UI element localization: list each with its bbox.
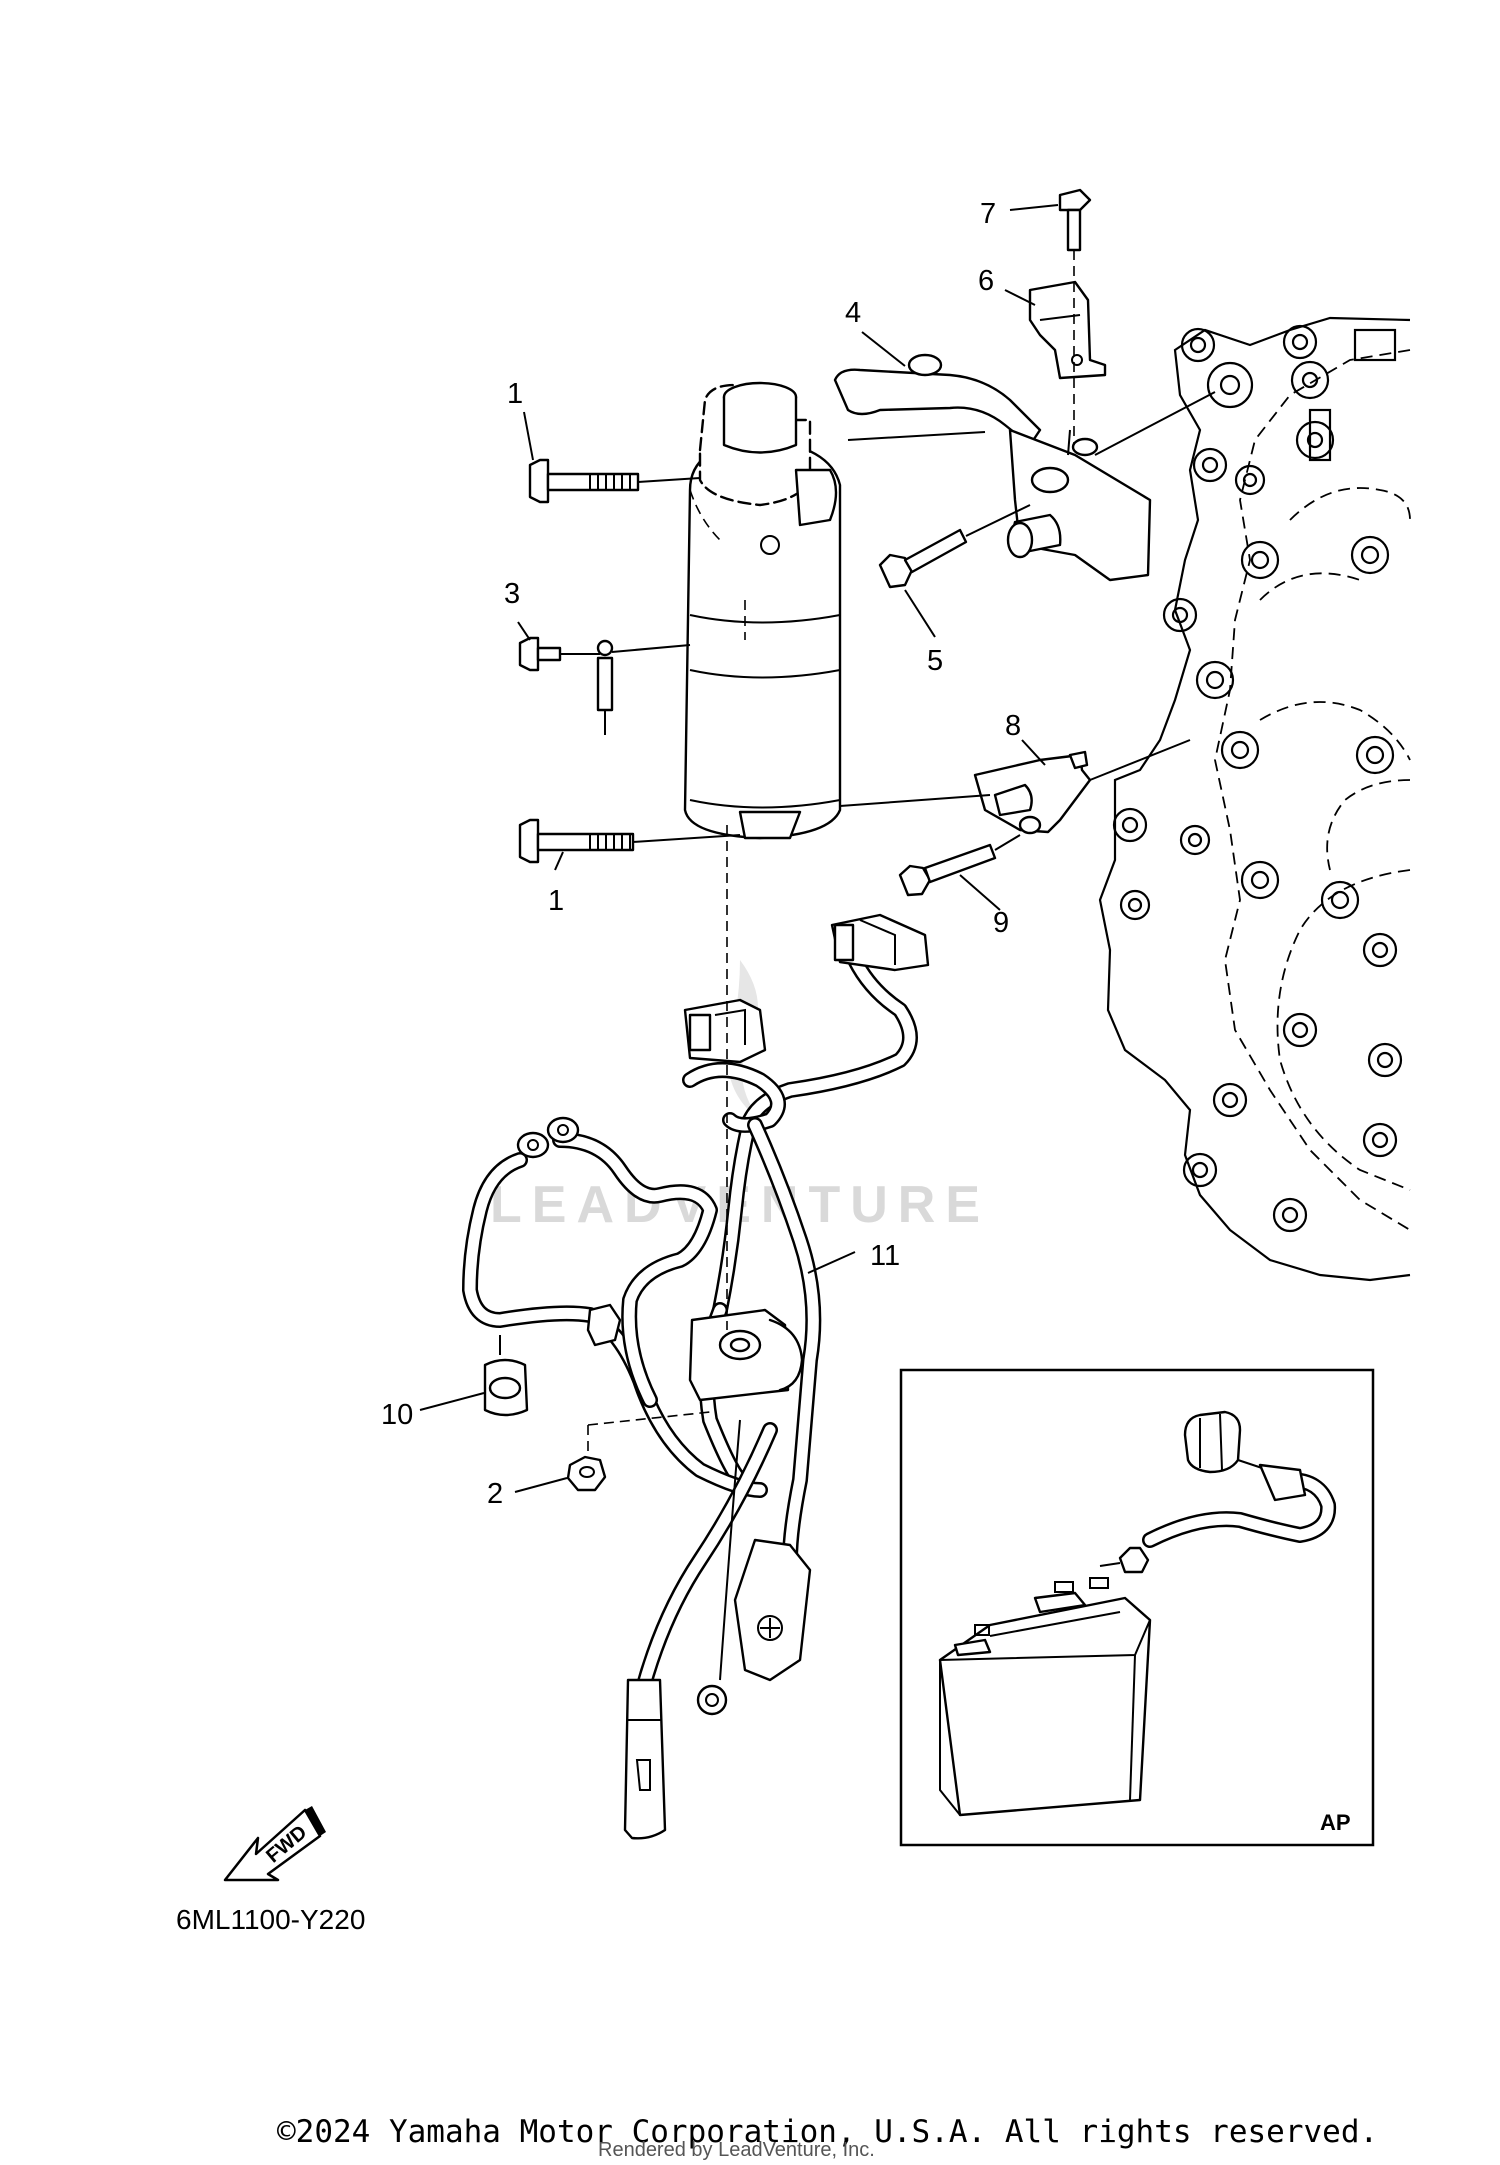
bracket-4: [833, 353, 1152, 582]
nut-2: [566, 1411, 711, 1492]
callout-4: 4: [845, 297, 861, 329]
callout-6: 6: [978, 265, 994, 297]
bracket-8: [839, 739, 1191, 835]
callout-3: 3: [504, 578, 520, 610]
starter-motor: [683, 381, 842, 840]
fwd-arrow-icon: FWD: [223, 1806, 326, 1882]
bolt-1-upper: [528, 458, 701, 504]
callout-8: 8: [1005, 710, 1021, 742]
wire-harness-11: [462, 913, 930, 1840]
leader-bracket-engine: [1094, 391, 1216, 456]
clip-10: [483, 1335, 529, 1417]
inset-battery-panel: AP: [899, 1368, 1375, 1847]
callout-11: 11: [870, 1240, 900, 1272]
diagram-code: 6ML1100-Y220: [176, 1904, 365, 1935]
connector-upper-left: [683, 998, 767, 1064]
battery-lead-12: [1099, 1410, 1337, 1574]
bolt-1-lower: [518, 818, 741, 864]
callout-5: 5: [927, 645, 943, 677]
callout-1-upper: 1: [507, 378, 523, 410]
callout-7: 7: [980, 198, 996, 230]
callout-leaders: [419, 204, 1111, 1546]
bolt-9: [898, 834, 1021, 897]
copyright-notice: ©2024 Yamaha Motor Corporation, U.S.A. A…: [277, 2114, 1378, 2150]
bolt-5: [878, 504, 1031, 589]
inset-tag-ap: AP: [1320, 1810, 1351, 1835]
rendered-by-notice: Rendered by LeadVenture, Inc.: [598, 2139, 875, 2161]
callout-10: 10: [381, 1399, 413, 1431]
battery: [938, 1577, 1152, 1817]
bolt-7: [1058, 188, 1092, 445]
screw-3: [518, 636, 691, 735]
connector-upper-right: [830, 913, 930, 972]
callout-9: 9: [993, 907, 1009, 939]
callout-1-lower: 1: [548, 885, 564, 917]
bracket-6: [1028, 280, 1107, 380]
callout-2: 2: [487, 1478, 503, 1510]
engine-block: [1098, 316, 1411, 1282]
